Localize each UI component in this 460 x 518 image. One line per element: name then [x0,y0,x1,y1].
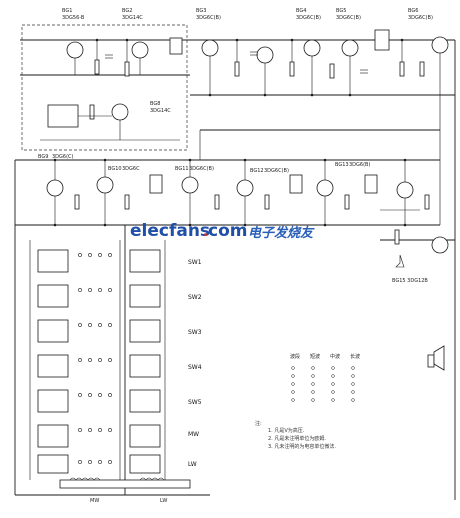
transistor-bg1 [66,41,84,59]
band-label-sw3: SW3 [188,329,202,336]
audio-section: BG15 3DG12B [380,40,456,500]
table-header-1: 短波 [310,353,320,360]
band-table: 波段 短波 中波 长波 [290,353,360,402]
notes-heading: 注: [255,420,262,427]
note-3: 3. 凡未注明的为电容单位微法. [268,443,336,450]
stage-part-bg5: 3DG6C(B) [336,15,361,21]
stage-part-bg4: 3DG6C(B) [296,15,321,21]
stage-part-bg12: 3DG6C(B) [264,168,289,174]
local-oscillator: BG8 3DG14C [40,101,180,141]
transistor-bg6 [341,39,359,57]
transistor-bg12 [236,179,254,197]
transistor-bg10 [96,176,114,194]
band-switch-matrix: SW1 SW2 SW3 SW4 SW5 MW LW [14,160,202,495]
mid-if-chain: BG9 3DG6(C) BG10 3DG6C BG11 3DG6C(B) BG1… [15,95,441,226]
notes-block: 注: 1. 凡是V为高压. 2. 凡是未注明单位为欧姆. 3. 凡未注明的为电容… [255,420,336,450]
stage-label-bg6: BG6 [408,8,418,14]
table-header-3: 长波 [350,353,360,360]
transistor-bg5 [303,39,321,57]
top-rf-chain: BG1 3DG56-B BG2 3DG14C BG3 3DG6C(B) BG4 … [20,8,455,151]
stage-label-bg9: BG9 [38,154,48,160]
band-label-sw4: SW4 [188,364,202,371]
stage-part-bg1: 3DG56-B [62,15,85,21]
rf-tuner-box [21,24,188,151]
if-transformer-5 [364,174,378,194]
stage-label-bg11: BG11 [175,166,189,172]
osc-coil-box [47,104,79,128]
band-label-sw2: SW2 [188,294,202,301]
stage-label-bg4: BG4 [296,8,306,14]
stage-label-bg12: BG12 [250,168,264,174]
stage-part-bg6: 3DG6C(B) [408,15,433,21]
watermark-tld: com [208,221,247,241]
stage-label-bg3: BG3 [196,8,206,14]
if-transformer-2 [374,29,390,51]
band-label-sw5: SW5 [188,399,202,406]
band-label-mw: MW [188,431,199,438]
stage-label-bg13: BG13 [335,162,349,168]
transistor-bg15 [431,236,449,254]
watermark-dot: . [203,224,208,240]
stage-part-bg11: 3DG6C(B) [189,166,214,172]
speaker-cone [433,345,445,371]
if-transformer-4 [289,174,303,194]
stage-label-bg10: BG10 [108,166,122,172]
stage-label-bg1: BG1 [62,8,72,14]
osc-label: BG8 [150,101,160,107]
ferrite-antenna: MW LW [15,477,210,504]
stage-part-bg2: 3DG14C [122,15,143,21]
if-transformer-3 [149,174,163,194]
if-transformer-1 [169,37,183,55]
transistor-bg11 [181,176,199,194]
stage-part-bg3: 3DG6C(B) [196,15,221,21]
transistor-bg4 [256,46,274,64]
osc-part: 3DG14C [150,108,171,114]
transistor-bg9 [46,179,64,197]
stage-part-bg9: 3DG6(C) [52,154,74,160]
table-header-2: 中波 [330,353,340,360]
watermark-site: elecfans [130,221,210,241]
bg15-label: BG15 3DG12B [392,278,428,284]
transistor-bg13 [316,179,334,197]
transistor-bg2 [131,41,149,59]
transistor-bg14 [396,181,414,199]
stage-part-bg13: 3DG6(B) [349,162,370,168]
transistor-bg7 [431,36,449,54]
bottom-label-mw: MW [90,498,99,504]
speaker-icon [427,354,435,368]
stage-part-bg10: 3DG6C [122,166,140,172]
band-label-sw1: SW1 [188,259,202,266]
ferrite-rod [59,479,191,489]
watermark-cn: 电子发烧友 [248,225,315,241]
transistor-bg8 [111,103,129,121]
transistor-bg3 [201,39,219,57]
stage-label-bg5: BG5 [336,8,346,14]
band-label-lw: LW [188,461,197,468]
bottom-label-lw: LW [160,498,167,504]
stage-label-bg2: BG2 [122,8,132,14]
note-1: 1. 凡是V为高压. [268,427,305,434]
note-2: 2. 凡是未注明单位为欧姆. [268,435,326,442]
watermark: elecfans . com 电子发烧友 [130,221,315,241]
table-header-0: 波段 [290,353,300,360]
